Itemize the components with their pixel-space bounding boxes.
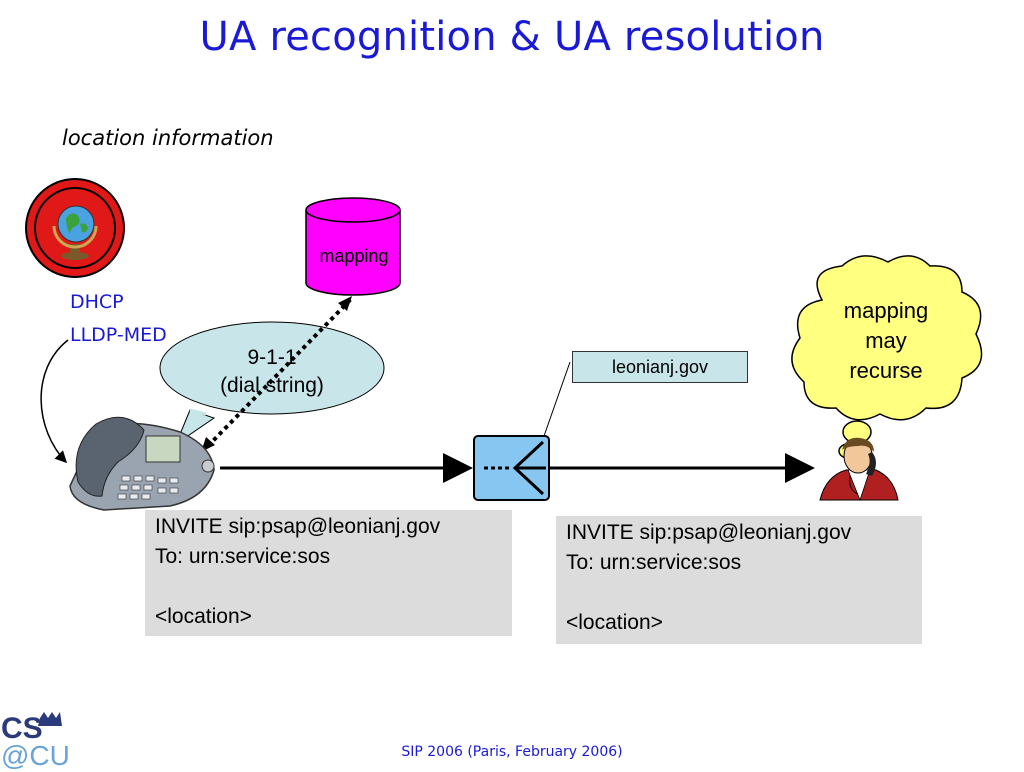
blank-line	[566, 578, 922, 608]
protocol-dhcp: DHCP	[70, 291, 124, 313]
cs-columbia-logo: CS @CU	[0, 710, 70, 771]
dial-string-label: (dial string)	[220, 374, 324, 397]
globe-icon	[25, 178, 125, 278]
logo-cu-text: @CU	[1, 740, 70, 771]
mapping-query-arrow	[206, 296, 354, 448]
cloud-line-1: mapping	[843, 298, 929, 323]
slide-title: UA recognition & UA resolution	[199, 14, 825, 60]
logo-cs-text: CS	[1, 712, 43, 745]
cloud-text: mapping may recurse	[816, 296, 956, 386]
blank-line	[155, 572, 512, 602]
invite-message-left: INVITE sip:psap@leonianj.gov To: urn:ser…	[145, 510, 512, 636]
cloud-line-2: may	[865, 328, 907, 353]
operator-icon	[819, 437, 899, 502]
dial-number: 9-1-1	[247, 346, 297, 369]
phone-icon	[69, 416, 215, 511]
database-icon	[305, 197, 401, 296]
database-label: mapping	[319, 246, 389, 266]
invite-message-right: INVITE sip:psap@leonianj.gov To: urn:ser…	[556, 516, 922, 644]
dhcp-arrow	[40, 339, 69, 464]
invite-line: INVITE sip:psap@leonianj.gov	[566, 521, 852, 544]
crown-icon	[38, 712, 62, 726]
location-line: <location>	[155, 605, 252, 628]
domain-label: leonianj.gov	[572, 351, 748, 383]
location-line: <location>	[566, 611, 663, 634]
speech-bubble	[159, 321, 385, 446]
router-icon	[473, 435, 550, 501]
location-information-label: location information	[62, 126, 274, 150]
to-line: To: urn:service:sos	[155, 545, 331, 568]
speech-bubble-text: 9-1-1 (dial string)	[196, 344, 348, 400]
cloud-line-3: recurse	[849, 358, 923, 383]
footer-text: SIP 2006 (Paris, February 2006)	[401, 744, 623, 760]
protocol-list: DHCP LLDP-MED	[70, 286, 167, 352]
invite-line: INVITE sip:psap@leonianj.gov	[155, 515, 441, 538]
to-line: To: urn:service:sos	[566, 551, 742, 574]
protocol-lldp-med: LLDP-MED	[70, 324, 167, 346]
